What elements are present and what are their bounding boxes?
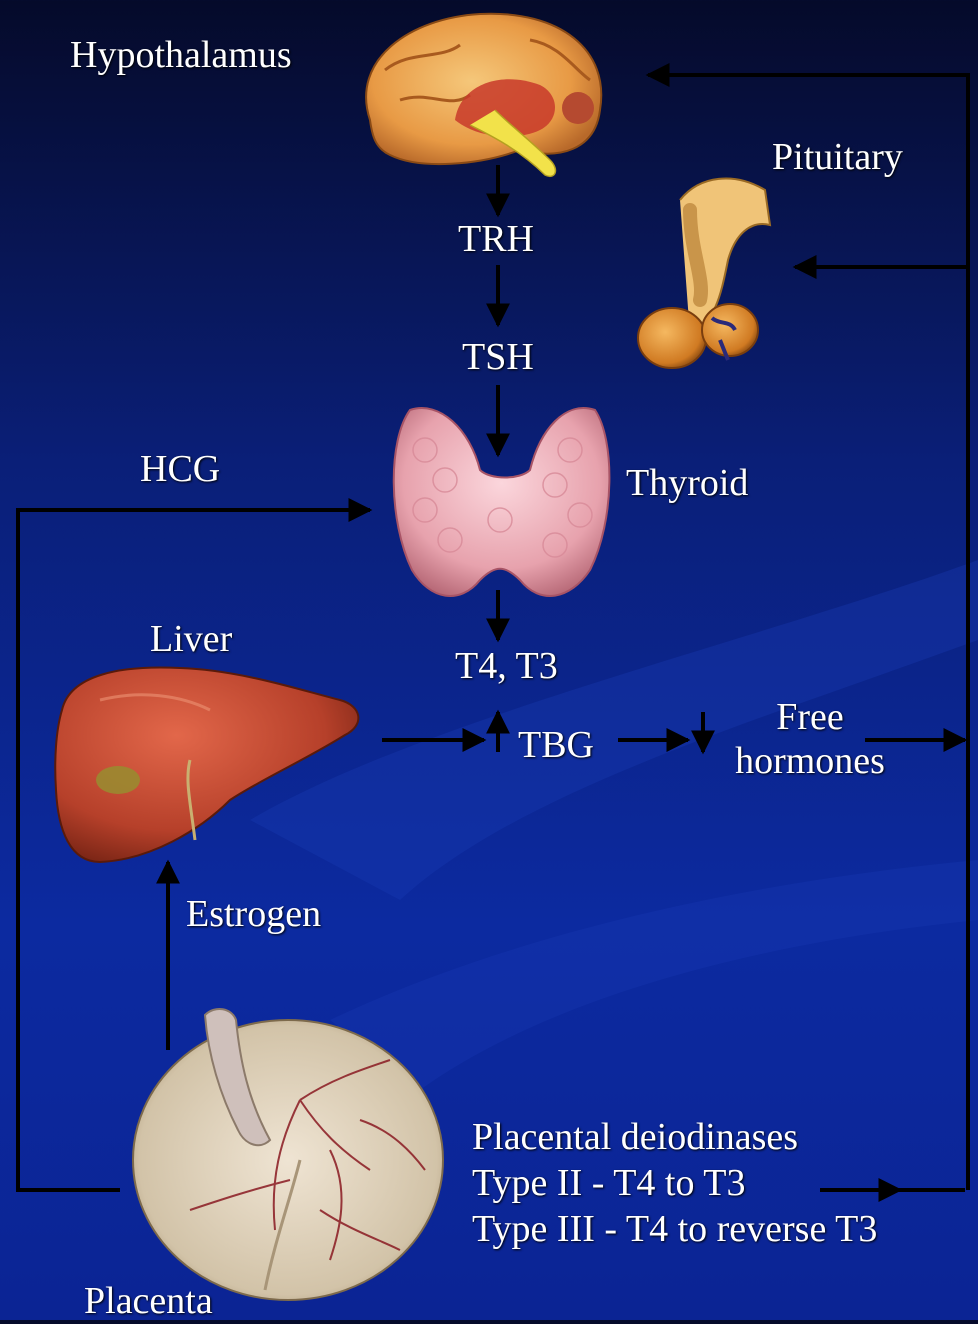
label-hypothalamus: Hypothalamus	[70, 34, 292, 78]
thyroid-icon	[394, 408, 610, 596]
label-deiodinases-type2: Type II - T4 to T3	[472, 1162, 746, 1206]
label-trh: TRH	[458, 218, 534, 262]
label-tbg: TBG	[518, 724, 594, 768]
label-deiodinases-type3: Type III - T4 to reverse T3	[472, 1208, 877, 1252]
label-thyroid: Thyroid	[626, 462, 748, 506]
label-hcg: HCG	[140, 448, 220, 492]
label-liver: Liver	[150, 618, 232, 662]
label-tsh: TSH	[462, 336, 534, 380]
pituitary-icon	[638, 179, 770, 368]
label-estrogen: Estrogen	[186, 893, 321, 937]
label-pituitary: Pituitary	[772, 136, 903, 180]
label-t4-t3: T4, T3	[455, 645, 558, 689]
label-deiodinases-title: Placental deiodinases	[472, 1116, 798, 1160]
brain-icon	[366, 14, 601, 177]
background-swirl-lower	[330, 860, 978, 1090]
label-free-hormones: Free hormones	[720, 696, 900, 783]
label-free-hormones-line1: Free	[720, 696, 900, 740]
label-free-hormones-line2: hormones	[720, 740, 900, 784]
label-placenta: Placenta	[84, 1280, 213, 1324]
